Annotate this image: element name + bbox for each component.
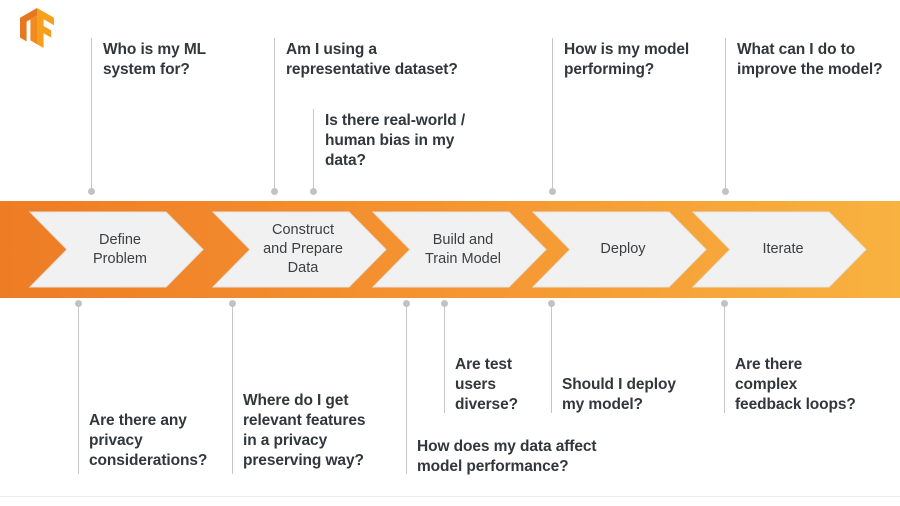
tensorflow-logo — [20, 8, 54, 48]
stage-label-iterate[interactable]: Iterate — [762, 241, 804, 257]
annotation-connector-dot — [548, 300, 555, 307]
stage-label-construct-prepare-data[interactable]: Construct and Prepare Data — [263, 222, 343, 276]
annotation-text-are-there-any-privacy-considerations: Are there any privacy considerations? — [89, 412, 208, 469]
annotation-connector-dot — [403, 300, 410, 307]
ml-lifecycle-pipeline: Define Problem Construct and Prepare Dat… — [0, 201, 900, 298]
annotation-connector-line — [232, 302, 233, 474]
annotation-text-am-i-using-a-representative-dataset: Am I using a representative dataset? — [286, 41, 458, 78]
annotation-connector-dot — [271, 188, 278, 195]
annotation-connector-line — [274, 38, 275, 192]
stage-label-build-train-model[interactable]: Build and Train Model — [424, 231, 502, 267]
annotation-text-is-there-real-world-human-bias-in-my-data: Is there real-world / human bias in my d… — [325, 112, 466, 169]
annotation-how-does-my-data-affect-model-performance — [403, 300, 410, 474]
annotation-connector-line — [406, 302, 407, 474]
stage-label-deploy[interactable]: Deploy — [600, 241, 646, 257]
stage-shape-define-problem — [28, 211, 204, 288]
annotation-how-is-my-model-performing — [549, 38, 556, 195]
stage-shape-deploy — [531, 211, 707, 288]
stage-label-define-problem[interactable]: Define Problem — [93, 231, 147, 267]
stage-shape-build-train-model — [371, 211, 547, 288]
annotation-text-who-is-my-ml-system-for: Who is my ML system for? — [103, 41, 206, 78]
annotation-connector-dot — [75, 300, 82, 307]
annotation-connector-line — [552, 38, 553, 192]
annotation-connector-line — [724, 302, 725, 413]
annotation-is-there-real-world-human-bias-in-my-data — [310, 109, 317, 195]
annotation-connector-line — [91, 38, 92, 192]
annotation-connector-dot — [722, 188, 729, 195]
annotation-connector-dot — [721, 300, 728, 307]
annotation-connector-line — [313, 109, 314, 192]
annotation-text-how-does-my-data-affect-model-performance: How does my data affect model performanc… — [417, 438, 597, 475]
stage-shape-construct-prepare-data — [211, 211, 387, 288]
annotation-are-there-complex-feedback-loops — [721, 300, 728, 413]
annotation-am-i-using-a-representative-dataset — [271, 38, 278, 195]
annotation-where-do-i-get-relevant-features-in-a-privacy-preserving-way — [229, 300, 236, 474]
annotation-what-can-i-do-to-improve-the-model — [722, 38, 729, 195]
annotation-are-test-users-diverse — [441, 300, 448, 413]
annotation-connector-line — [725, 38, 726, 192]
annotation-text-are-there-complex-feedback-loops: Are there complex feedback loops? — [735, 356, 856, 413]
annotation-connector-line — [78, 302, 79, 474]
annotation-connector-dot — [310, 188, 317, 195]
annotation-connector-dot — [549, 188, 556, 195]
annotation-connector-line — [444, 302, 445, 413]
annotation-text-how-is-my-model-performing: How is my model performing? — [564, 41, 690, 78]
annotation-text-should-i-deploy-my-model: Should I deploy my model? — [562, 376, 676, 413]
footer-divider — [0, 496, 900, 497]
annotation-text-where-do-i-get-relevant-features-in-a-privacy-preserving-way: Where do I get relevant features in a pr… — [243, 392, 366, 469]
annotation-connector-line — [551, 302, 552, 413]
annotation-connector-dot — [229, 300, 236, 307]
annotation-text-are-test-users-diverse: Are test users diverse? — [455, 356, 518, 413]
annotation-should-i-deploy-my-model — [548, 300, 555, 413]
annotation-are-there-any-privacy-considerations — [75, 300, 82, 474]
annotation-connector-dot — [441, 300, 448, 307]
annotation-who-is-my-ml-system-for — [88, 38, 95, 195]
stage-shape-iterate — [691, 211, 867, 288]
annotation-text-what-can-i-do-to-improve-the-model: What can I do to improve the model? — [737, 41, 883, 78]
annotation-connector-dot — [88, 188, 95, 195]
